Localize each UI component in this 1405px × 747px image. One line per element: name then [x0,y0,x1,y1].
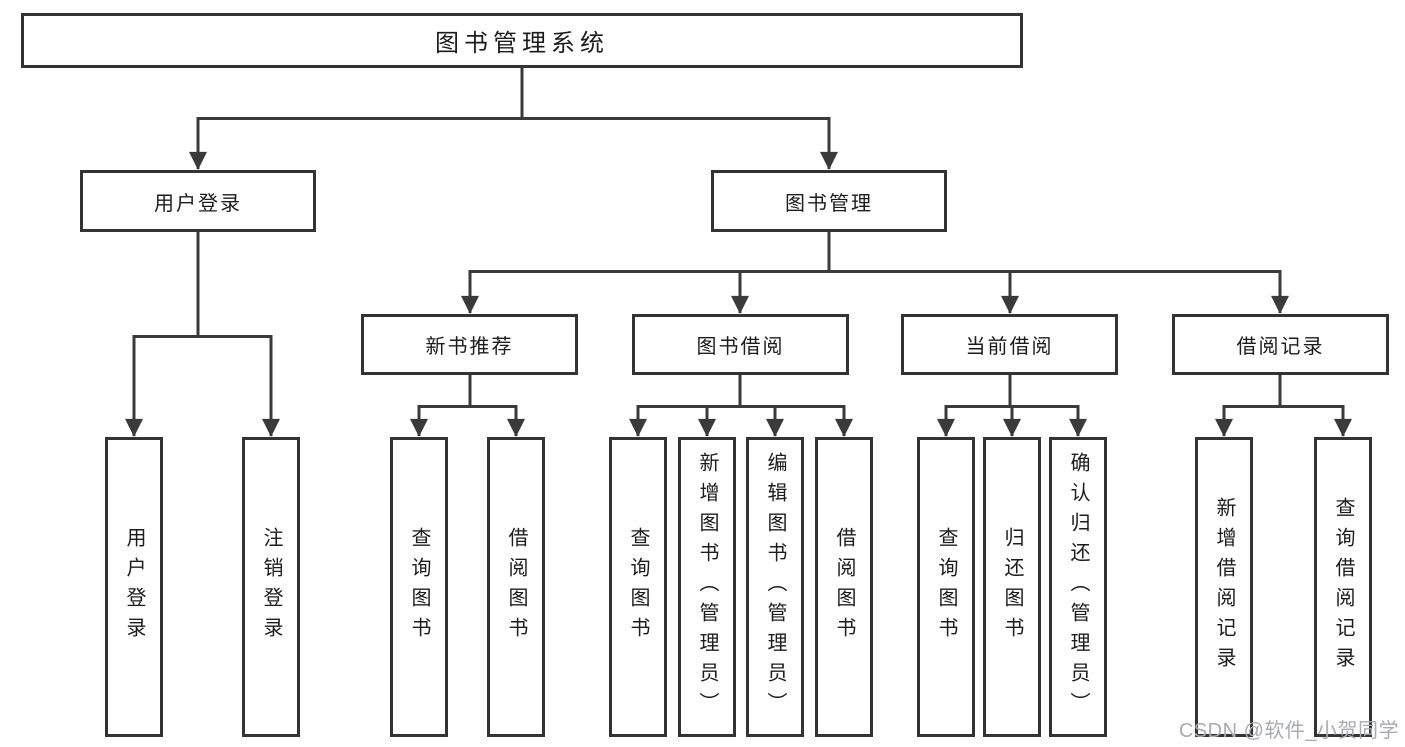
leaf-borrow-books: 借阅图书 [487,437,545,737]
node-book-borrowing: 图书借阅 [632,314,849,375]
leaf-query-books-label: 查询图书 [935,527,957,647]
csdn-watermark: CSDN @软件_小贺同学 [1178,720,1399,742]
leaf-add-borrow-record-label: 新增借阅记录 [1213,497,1235,677]
node-user-login: 用户登录 [80,170,316,232]
connector-trunks [132,68,1345,408]
leaf-edit-books-admin-label: 编辑图书（管理员） [764,452,786,722]
node-root-label: 图书管理系统 [435,30,609,57]
node-book-borrowing-label: 图书借阅 [696,336,785,358]
leaf-return-books-label: 归还图书 [1001,527,1023,647]
leaf-add-borrow-record: 新增借阅记录 [1195,437,1253,737]
node-current-borrowing: 当前借阅 [901,314,1118,375]
leaf-query-borrow-record-label: 查询借阅记录 [1332,497,1354,677]
leaf-add-books-admin: 新增图书（管理员） [678,437,736,737]
node-new-book-recommend: 新书推荐 [361,314,578,375]
node-new-book-recommend-label: 新书推荐 [425,336,514,358]
leaf-query-books-label: 查询图书 [408,527,430,647]
leaf-query-books-label: 查询图书 [627,527,649,647]
leaf-logout: 注销登录 [242,437,300,737]
leaf-borrow-books-label: 借阅图书 [505,527,527,647]
leaf-query-books: 查询图书 [609,437,667,737]
leaf-borrow-books: 借阅图书 [815,437,873,737]
leaf-confirm-return-admin: 确认归还（管理员） [1049,437,1107,737]
node-borrowing-records: 借阅记录 [1172,314,1389,375]
leaf-edit-books-admin: 编辑图书（管理员） [746,437,804,737]
leaf-query-books: 查询图书 [917,437,975,737]
node-root: 图书管理系统 [21,13,1023,68]
leaf-user-login: 用户登录 [105,437,163,737]
node-borrowing-records-label: 借阅记录 [1236,336,1325,358]
node-book-management: 图书管理 [711,170,947,232]
leaf-borrow-books-label: 借阅图书 [833,527,855,647]
leaf-add-books-admin-label: 新增图书（管理员） [696,452,718,722]
node-book-management-label: 图书管理 [785,192,873,215]
leaf-return-books: 归还图书 [983,437,1041,737]
leaf-query-books: 查询图书 [390,437,448,737]
leaf-logout-label: 注销登录 [260,527,282,647]
node-user-login-label: 用户登录 [154,192,242,215]
leaf-query-borrow-record: 查询借阅记录 [1314,437,1372,737]
leaf-confirm-return-admin-label: 确认归还（管理员） [1067,452,1089,722]
node-current-borrowing-label: 当前借阅 [965,336,1054,358]
leaf-user-login-label: 用户登录 [123,527,145,647]
